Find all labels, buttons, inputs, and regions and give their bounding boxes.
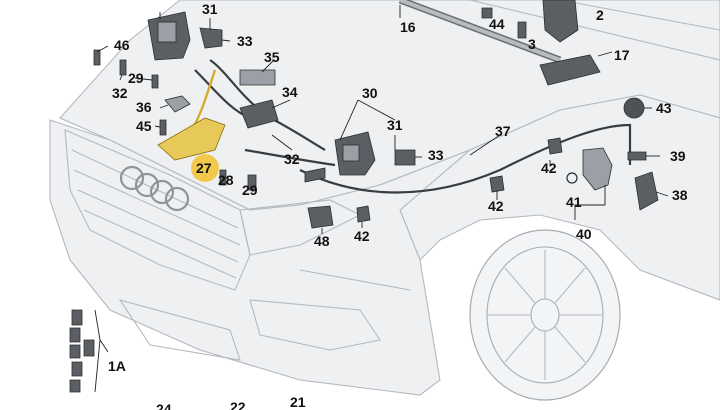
callout-38: 38 — [672, 187, 688, 203]
clip-42-right — [547, 137, 563, 155]
callout-33-right: 33 — [428, 147, 444, 163]
callout-24: 24 — [156, 401, 172, 410]
callout-22: 22 — [230, 399, 246, 410]
clip-48 — [307, 205, 334, 229]
callout-46: 46 — [114, 37, 130, 53]
callout-29-mid: 29 — [242, 182, 258, 198]
callout-45: 45 — [136, 118, 152, 134]
lever-bracket-27 — [157, 117, 226, 161]
callout-21: 21 — [290, 394, 306, 410]
pull-handle-36 — [164, 95, 191, 113]
bolt-32-right — [304, 167, 326, 183]
support-2 — [542, 0, 579, 43]
car-body-illustration — [49, 0, 720, 401]
callout-37: 37 — [495, 123, 511, 139]
clip-42-mid — [489, 175, 505, 193]
connector-33-top — [199, 27, 223, 49]
screw-44 — [481, 7, 493, 19]
callout-40: 40 — [576, 226, 592, 242]
release-lever-34 — [239, 99, 279, 129]
callout-42-right: 42 — [541, 160, 557, 176]
callout-41: 41 — [566, 194, 582, 210]
callout-32-left: 32 — [112, 85, 128, 101]
callout-36: 36 — [136, 99, 152, 115]
callout-43: 43 — [656, 100, 672, 116]
callout-42-mid: 42 — [488, 198, 504, 214]
callout-29-left: 29 — [128, 70, 144, 86]
grommet-43 — [623, 97, 645, 119]
hood-lock-right-30 — [334, 131, 376, 176]
clip-42-lower — [356, 205, 371, 223]
hood-lock-left — [147, 11, 191, 61]
callout-3: 3 — [528, 36, 536, 52]
connector-33-right — [394, 149, 416, 166]
bolts-left — [93, 49, 257, 191]
screw-39 — [627, 151, 647, 161]
callout-42-lower: 42 — [354, 228, 370, 244]
callout-2: 2 — [596, 7, 604, 23]
callout-labels: 31 46 33 35 29 32 34 30 36 45 31 37 32 3… — [108, 1, 688, 410]
fasteners-1A — [69, 309, 95, 393]
callout-31-right: 31 — [387, 117, 403, 133]
audi-rings-logo — [119, 165, 190, 212]
callout-39: 39 — [670, 148, 686, 164]
callout-28: 28 — [218, 172, 234, 188]
bracket-35 — [239, 69, 276, 86]
release-cables — [184, 59, 632, 194]
lever-housing-40 — [566, 147, 613, 191]
callout-48: 48 — [314, 233, 330, 249]
callout-34: 34 — [282, 84, 298, 100]
callout-35: 35 — [264, 49, 280, 65]
callout-17: 17 — [614, 47, 630, 63]
callout-32-right: 32 — [284, 151, 300, 167]
callout-31-top: 31 — [202, 1, 218, 17]
callout-27: 27 — [196, 160, 212, 176]
callout-44: 44 — [489, 16, 505, 32]
front-wheel-illustration — [469, 229, 621, 401]
callout-30: 30 — [362, 85, 378, 101]
callout-33-top: 33 — [237, 33, 253, 49]
leader-lines — [94, 5, 669, 393]
callout-1A: 1A — [108, 358, 126, 374]
callout-16: 16 — [400, 19, 416, 35]
callout-27-highlight — [191, 154, 219, 182]
cover-38 — [634, 171, 659, 211]
bracket-17 — [539, 54, 601, 86]
bolt-3 — [517, 21, 527, 39]
